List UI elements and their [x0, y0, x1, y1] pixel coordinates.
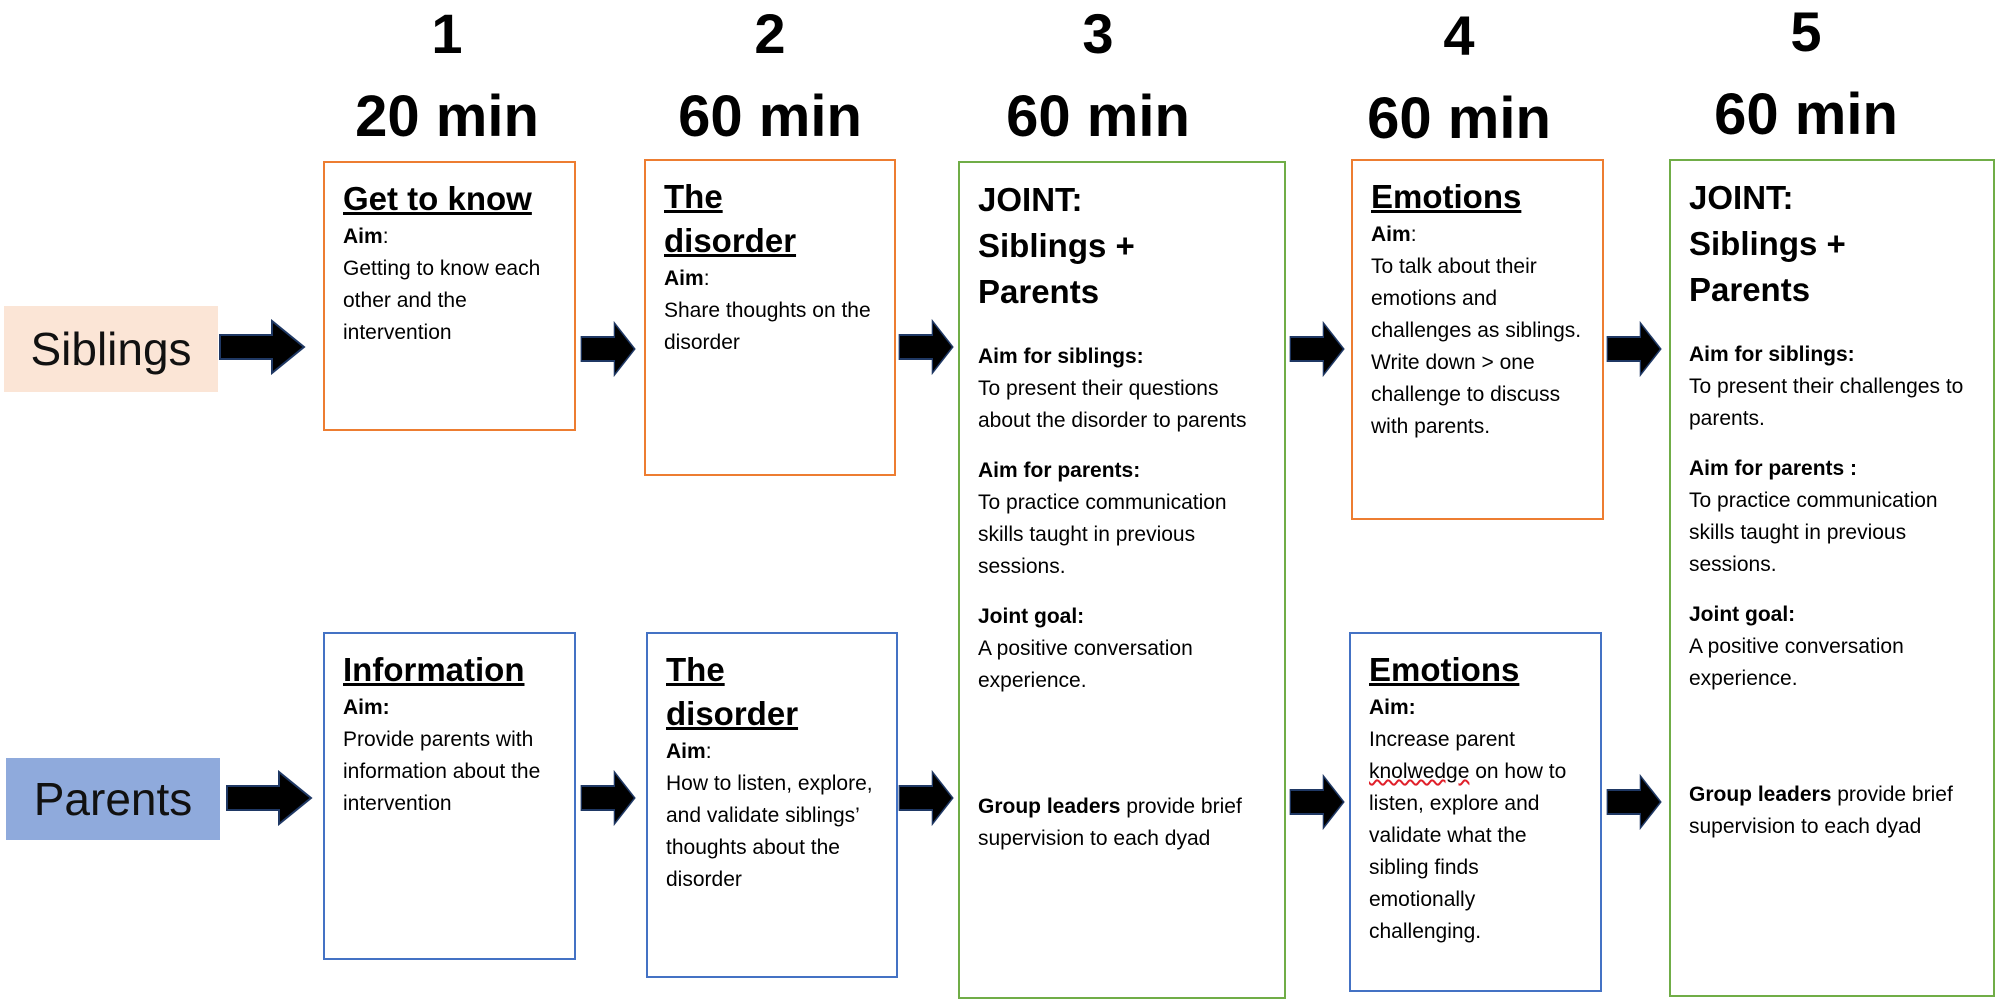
session-duration: 20 min [355, 84, 539, 149]
aim-parents-label: Aim for parents: [978, 459, 1141, 482]
parents-session-4-box: Emotions Aim: Increase parent knolwedge … [1349, 632, 1602, 992]
aim-label: Aim: [343, 696, 390, 719]
parents-session-1-box: Information Aim: Provide parents with in… [323, 632, 576, 960]
session-header-1: 1 20 min [337, 6, 557, 146]
aim-parents-text: To practice communication skills taught … [1689, 489, 1938, 576]
aim-siblings-text: To present their questions about the dis… [978, 377, 1247, 432]
box-title: Emotions [1371, 178, 1522, 215]
session-duration: 60 min [678, 84, 862, 149]
aim-parents-section: Aim for parents: To practice communicati… [978, 455, 1266, 583]
session-number: 2 [754, 2, 786, 65]
session-number: 5 [1790, 0, 1822, 63]
arrow-right-icon [1289, 321, 1345, 377]
box-title: Information [343, 651, 525, 688]
arrow-right-icon [219, 319, 306, 375]
aim-siblings-label: Aim for siblings: [1689, 343, 1855, 366]
session-number: 4 [1443, 4, 1475, 67]
siblings-session-4-box: Emotions Aim: To talk about their emotio… [1351, 159, 1604, 520]
joint-goal-label: Joint goal: [978, 605, 1085, 628]
aim-parents-label: Aim for parents : [1689, 457, 1858, 480]
arrow-right-icon [1606, 774, 1662, 830]
joint-session-5-box: JOINT: Siblings + Parents Aim for siblin… [1669, 159, 1995, 997]
row-label-text: Parents [33, 773, 193, 825]
arrow-right-icon [1606, 321, 1662, 377]
aim-siblings-section: Aim for siblings: To present their quest… [978, 341, 1266, 437]
row-label-siblings: Siblings [4, 306, 218, 392]
siblings-session-1-box: Get to know Aim: Getting to know each ot… [323, 161, 576, 431]
aim-siblings-section: Aim for siblings: To present their chall… [1689, 339, 1975, 435]
box-title: The disorder [664, 178, 797, 259]
arrow-right-icon [580, 321, 636, 377]
joint-title: JOINT: Siblings + Parents [1689, 179, 1846, 308]
aim-label: Aim: [1371, 223, 1417, 246]
arrow-right-icon [898, 770, 954, 826]
group-leaders-note: Group leaders provide brief supervision … [1689, 783, 1953, 838]
group-leaders-note: Group leaders provide brief supervision … [978, 795, 1242, 850]
joint-goal-section: Joint goal: A positive conversation expe… [978, 601, 1266, 697]
aim-label: Aim: [343, 225, 389, 248]
joint-title: JOINT: Siblings + Parents [978, 181, 1135, 310]
aim-label: Aim: [664, 267, 710, 290]
arrow-right-icon [226, 770, 313, 826]
box-title: Emotions [1369, 651, 1520, 688]
aim-text: How to listen, explore, and validate sib… [666, 772, 873, 891]
aim-label: Aim: [666, 740, 712, 763]
joint-session-3-box: JOINT: Siblings + Parents Aim for siblin… [958, 161, 1286, 999]
row-label-parents: Parents [6, 758, 220, 840]
row-label-text: Siblings [30, 323, 192, 375]
joint-goal-section: Joint goal: A positive conversation expe… [1689, 599, 1975, 695]
session-duration: 60 min [1714, 82, 1898, 147]
parents-session-2-box: The disorder Aim: How to listen, explore… [646, 632, 898, 978]
aim-text: Increase parent knolwedge on how to list… [1369, 728, 1567, 943]
session-header-4: 4 60 min [1349, 8, 1569, 148]
session-duration: 60 min [1367, 86, 1551, 151]
joint-goal-text: A positive conversation experience. [978, 637, 1193, 692]
session-header-3: 3 60 min [988, 6, 1208, 146]
misspelled-word: knolwedge [1369, 760, 1470, 783]
arrow-right-icon [898, 319, 954, 375]
aim-siblings-label: Aim for siblings: [978, 345, 1144, 368]
session-header-5: 5 60 min [1696, 4, 1916, 144]
session-number: 3 [1082, 2, 1114, 65]
aim-text: To talk about their emotions and challen… [1371, 255, 1582, 438]
box-title: The disorder [666, 651, 799, 732]
aim-text: Getting to know each other and the inter… [343, 257, 541, 344]
aim-siblings-text: To present their challenges to parents. [1689, 375, 1964, 430]
session-number: 1 [431, 2, 463, 65]
arrow-right-icon [1289, 774, 1345, 830]
aim-label: Aim: [1369, 696, 1416, 719]
aim-parents-section: Aim for parents : To practice communicat… [1689, 453, 1975, 581]
box-title: Get to know [343, 180, 532, 217]
arrow-right-icon [580, 770, 636, 826]
joint-goal-label: Joint goal: [1689, 603, 1796, 626]
aim-text: Share thoughts on the disorder [664, 299, 871, 354]
session-header-2: 2 60 min [660, 6, 880, 146]
siblings-session-2-box: The disorder Aim: Share thoughts on the … [644, 159, 896, 476]
joint-goal-text: A positive conversation experience. [1689, 635, 1904, 690]
aim-parents-text: To practice communication skills taught … [978, 491, 1227, 578]
aim-text: Provide parents with information about t… [343, 728, 541, 815]
session-duration: 60 min [1006, 84, 1190, 149]
